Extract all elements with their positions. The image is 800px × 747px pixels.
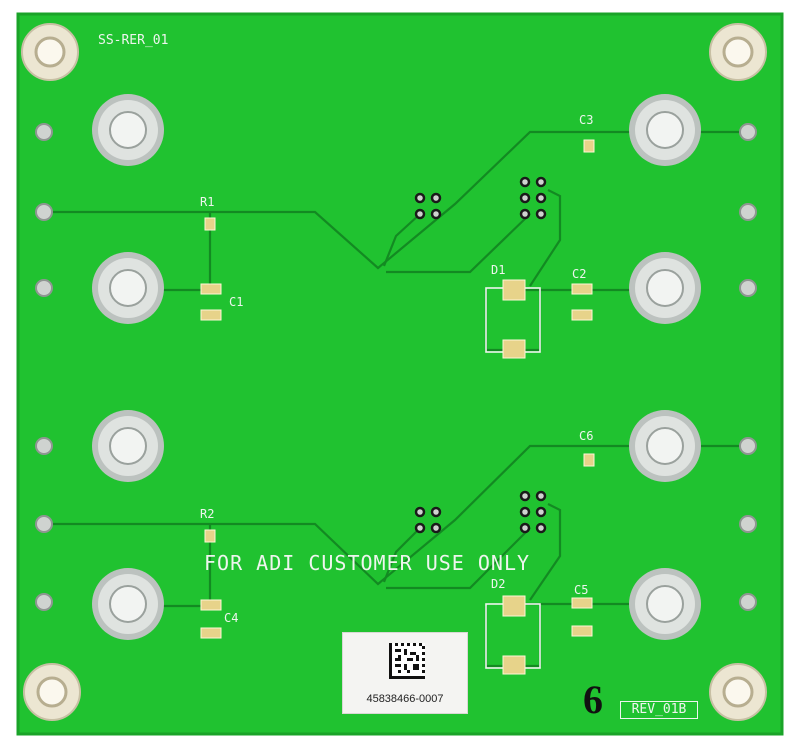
pad-c2-a xyxy=(571,283,593,295)
hole-mid-left-2 xyxy=(92,410,164,482)
standoff-bottom-right xyxy=(709,663,767,721)
refdes-c2: C2 xyxy=(572,267,586,281)
hole-bottom-left xyxy=(92,568,164,640)
refdes-r1: R1 xyxy=(200,195,214,209)
pad-c4-a xyxy=(200,599,222,611)
standoff-top-left xyxy=(21,23,79,81)
hole-mid-right-1 xyxy=(629,252,701,324)
refdes-d1: D1 xyxy=(491,263,505,277)
pad-c5-a xyxy=(571,597,593,609)
pad-d1-b xyxy=(502,339,526,359)
hole-top-right xyxy=(629,94,701,166)
refdes-r2: R2 xyxy=(200,507,214,521)
pad-c6 xyxy=(583,453,595,467)
smd-pads xyxy=(200,139,595,675)
refdes-c3: C3 xyxy=(579,113,593,127)
standoff-top-right xyxy=(709,23,767,81)
corner-standoffs xyxy=(21,23,767,721)
pad-c1-b xyxy=(200,309,222,321)
plated-holes xyxy=(92,94,701,640)
pad-c2-b xyxy=(571,309,593,321)
customer-legend: FOR ADI CUSTOMER USE ONLY xyxy=(204,551,530,575)
refdes-d2: D2 xyxy=(491,577,505,591)
pad-d2-a xyxy=(502,595,526,617)
hole-mid-left-1 xyxy=(92,252,164,324)
standoff-bottom-left xyxy=(23,663,81,721)
pad-d2-b xyxy=(502,655,526,675)
pad-c1-a xyxy=(200,283,222,295)
hole-mid-right-2 xyxy=(629,410,701,482)
hole-top-left xyxy=(92,94,164,166)
via-clusters xyxy=(414,176,547,534)
pad-d1-a xyxy=(502,279,526,301)
datamatrix-code xyxy=(389,643,425,679)
pad-r2 xyxy=(204,529,216,543)
hole-bottom-right xyxy=(629,568,701,640)
part-number: 45838466-0007 xyxy=(366,693,444,705)
refdes-c6: C6 xyxy=(579,429,593,443)
pad-c3 xyxy=(583,139,595,153)
pad-c5-b xyxy=(571,625,593,637)
edge-vias xyxy=(35,123,757,611)
refdes-c5: C5 xyxy=(574,583,588,597)
pad-r1 xyxy=(204,217,216,231)
refdes-c1: C1 xyxy=(229,295,243,309)
board-name: SS-RER_01 xyxy=(98,33,168,48)
handwritten-mark: 6 xyxy=(583,677,603,722)
pad-c4-b xyxy=(200,627,222,639)
revision-label: REV_01B xyxy=(620,701,698,719)
refdes-c4: C4 xyxy=(224,611,238,625)
part-label-sticker: 45838466-0007 xyxy=(342,632,468,714)
